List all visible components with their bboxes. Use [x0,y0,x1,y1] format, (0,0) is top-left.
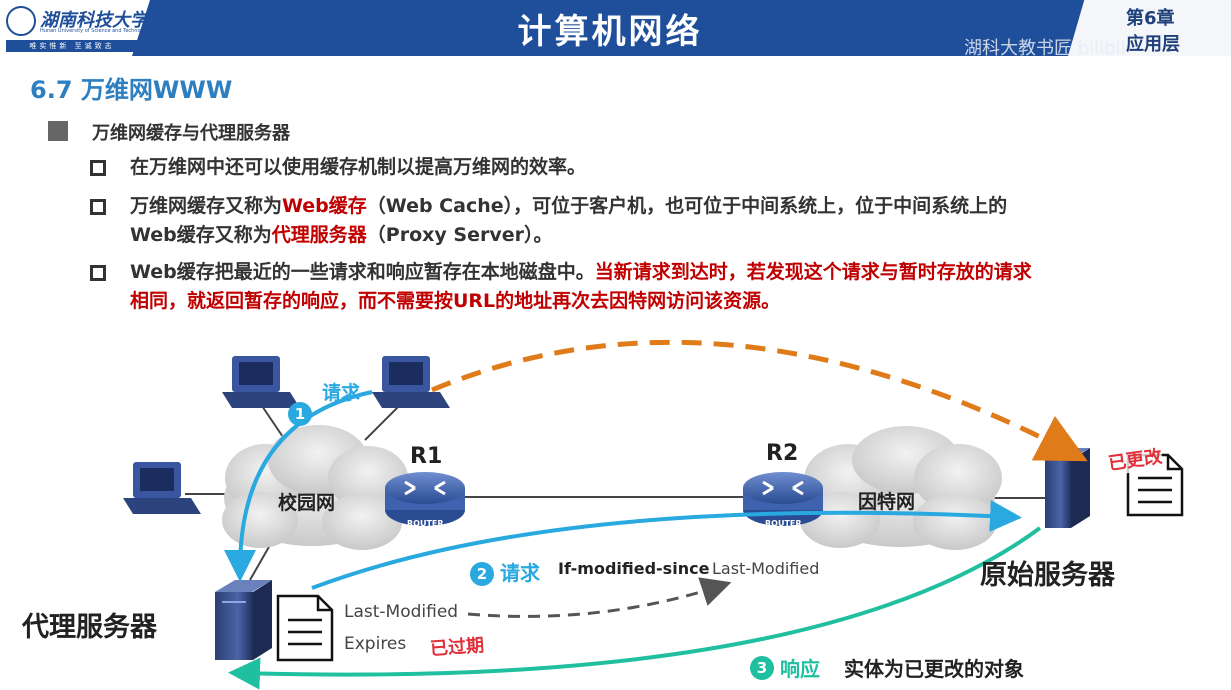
router-r1-text: ROUTER [407,519,444,528]
step2-label: 请求 [500,561,540,585]
university-emblem-icon [6,6,36,36]
internet-label: 因特网 [858,491,916,513]
bullet-square-icon [48,121,68,141]
point-2-text-c: （Web Cache），可位于客户机，也可位于中间系统上，位于中间系统上的 [366,195,1008,217]
computer-2-icon [372,356,450,408]
step3-description: 实体为已更改的对象 [844,657,1024,681]
router-r2-icon [743,472,823,526]
expired-tag: 已过期 [429,635,485,660]
step1-number: 1 [288,402,312,426]
proxy-server-label: 代理服务器 [22,612,157,643]
watermark: 湖科大教书匠 bilibili [964,38,1131,59]
step1-request-arrow [224,390,373,582]
step3-label: 响应 [780,657,820,681]
step2-request-arrow [311,500,1022,590]
checkbox-bullet-icon [90,199,106,215]
chapter-tab [1068,0,1231,56]
proxy-document-icon [276,594,334,662]
point-2-text-f: （Proxy Server）。 [366,224,553,246]
university-en-name: Hunan University of Science and Technolo… [40,28,152,34]
step2-header-value: Last-Modified [712,559,820,578]
campus-cloud-icon [222,425,408,550]
point-3-text-a: Web缓存把最近的一些请求和响应暂存在本地磁盘中。 [130,261,595,283]
slide-header [0,0,1231,56]
step2-header-field: If-modified-since [558,559,710,578]
router-r2-label: R2 [766,441,799,466]
doc-field-last-modified: Last-Modified [344,602,459,622]
university-motto: 唯实惟新 至诚致志 [6,40,138,52]
point-2-web-cache: Web缓存 [282,195,367,217]
university-name: 湖南科技大学 [40,10,148,31]
doc-field-expires: Expires [344,634,407,654]
point-2-line-1: 万维网缓存又称为Web缓存（Web Cache），可位于客户机，也可位于中间系统… [130,193,1007,220]
chapter-number: 第6章 [1126,8,1175,29]
section-title: 6.7 万维网WWW [30,76,233,104]
step2-number: 2 [470,562,494,586]
campus-network-label: 校园网 [278,492,336,514]
proxy-server-icon [215,580,272,660]
step3-number: 3 [750,656,774,680]
checkbox-bullet-icon [90,265,106,281]
point-2-proxy-server: 代理服务器 [271,224,367,246]
point-2-line-2: Web缓存又称为代理服务器（Proxy Server）。 [130,222,552,249]
step1-label: 请求 [322,382,361,404]
point-2-text-d: Web缓存又称为 [130,224,272,246]
point-2-text-a: 万维网缓存又称为 [130,195,283,217]
origin-server-label: 原始服务器 [980,560,1115,591]
router-r1-icon [385,472,465,526]
computer-3-icon [123,462,201,514]
origin-server-icon [1045,448,1090,528]
checkbox-bullet-icon [90,160,106,176]
router-r2-text: ROUTER [765,519,802,528]
point-3-line-1: Web缓存把最近的一些请求和响应暂存在本地磁盘中。当新请求到达时，若发现这个请求… [130,259,1032,286]
section-subtitle: 万维网缓存与代理服务器 [92,123,290,144]
chapter-name: 应用层 [1126,34,1180,55]
router-r1-label: R1 [410,444,443,469]
slide-title: 计算机网络 [517,12,703,52]
point-1: 在万维网中还可以使用缓存机制以提高万维网的效率。 [130,156,587,178]
gray-dashed-arrow [467,577,732,618]
point-3-text-b: 当新请求到达时，若发现这个请求与暂时存放的请求 [594,261,1032,283]
step3-response-arrow [228,526,1042,690]
point-3-line-2: 相同，就返回暂存的响应，而不需要按URL的地址再次去因特网访问该资源。 [130,290,781,312]
computer-1-icon [222,356,300,408]
orange-dashed-arrow [431,339,1088,462]
